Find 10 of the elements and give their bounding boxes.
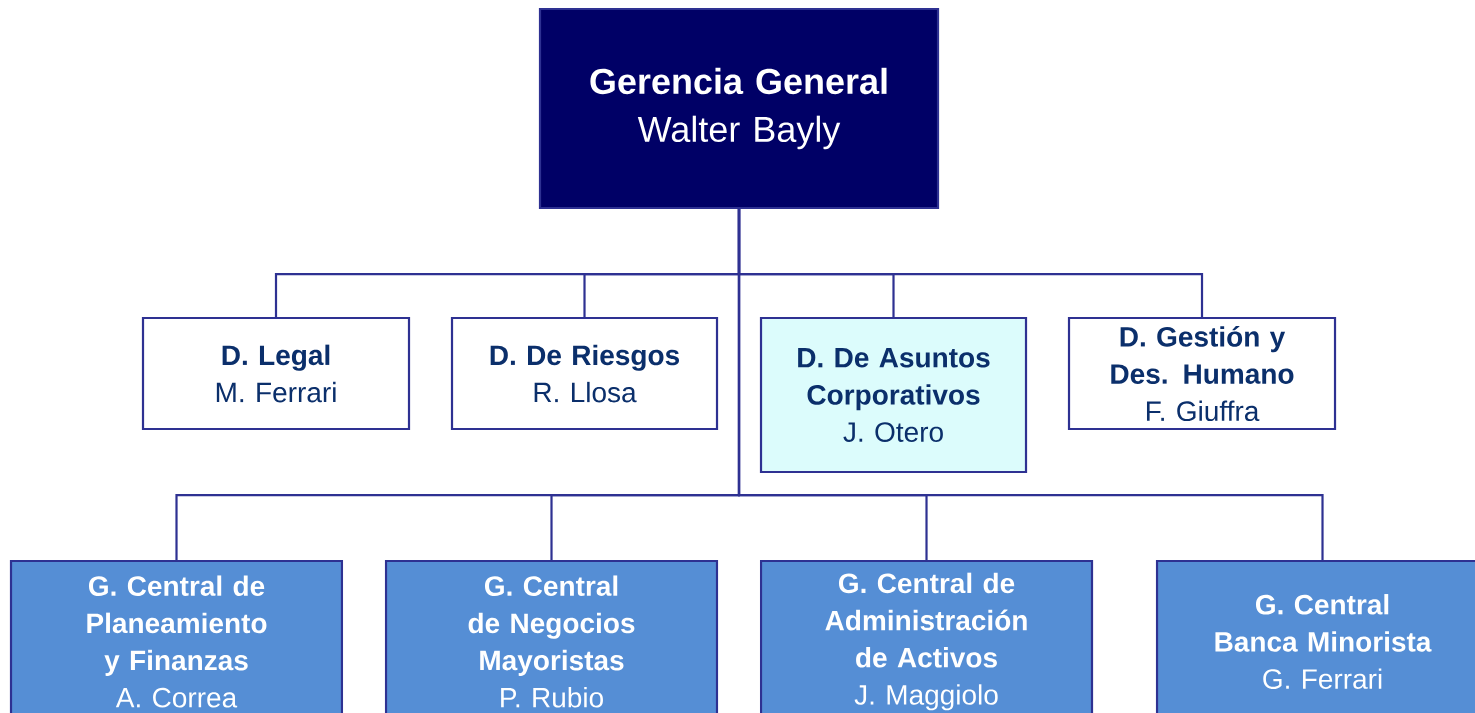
- org-box: D. Gestión y Des. Humano F. Giuffra: [1067, 316, 1337, 431]
- org-box: D. De Asuntos Corporativos J. Otero: [759, 316, 1028, 474]
- org-box: D. Legal M. Ferrari: [141, 316, 411, 431]
- org-box: G. Central de Negocios Mayoristas P. Rubio: [384, 559, 719, 713]
- org-box: Gerencia General Walter Bayly: [538, 7, 940, 210]
- connector-line: [737, 209, 1324, 560]
- org-box: G. Central de Planeamiento y Finanzas A. Correa: [9, 559, 344, 713]
- org-box: G. Central Banca Minorista G. Ferrari: [1155, 559, 1475, 713]
- org-box: D. De Riesgos R. Llosa: [450, 316, 719, 431]
- org-box: G. Central de Administración de Activos J. Maggiolo: [759, 559, 1094, 713]
